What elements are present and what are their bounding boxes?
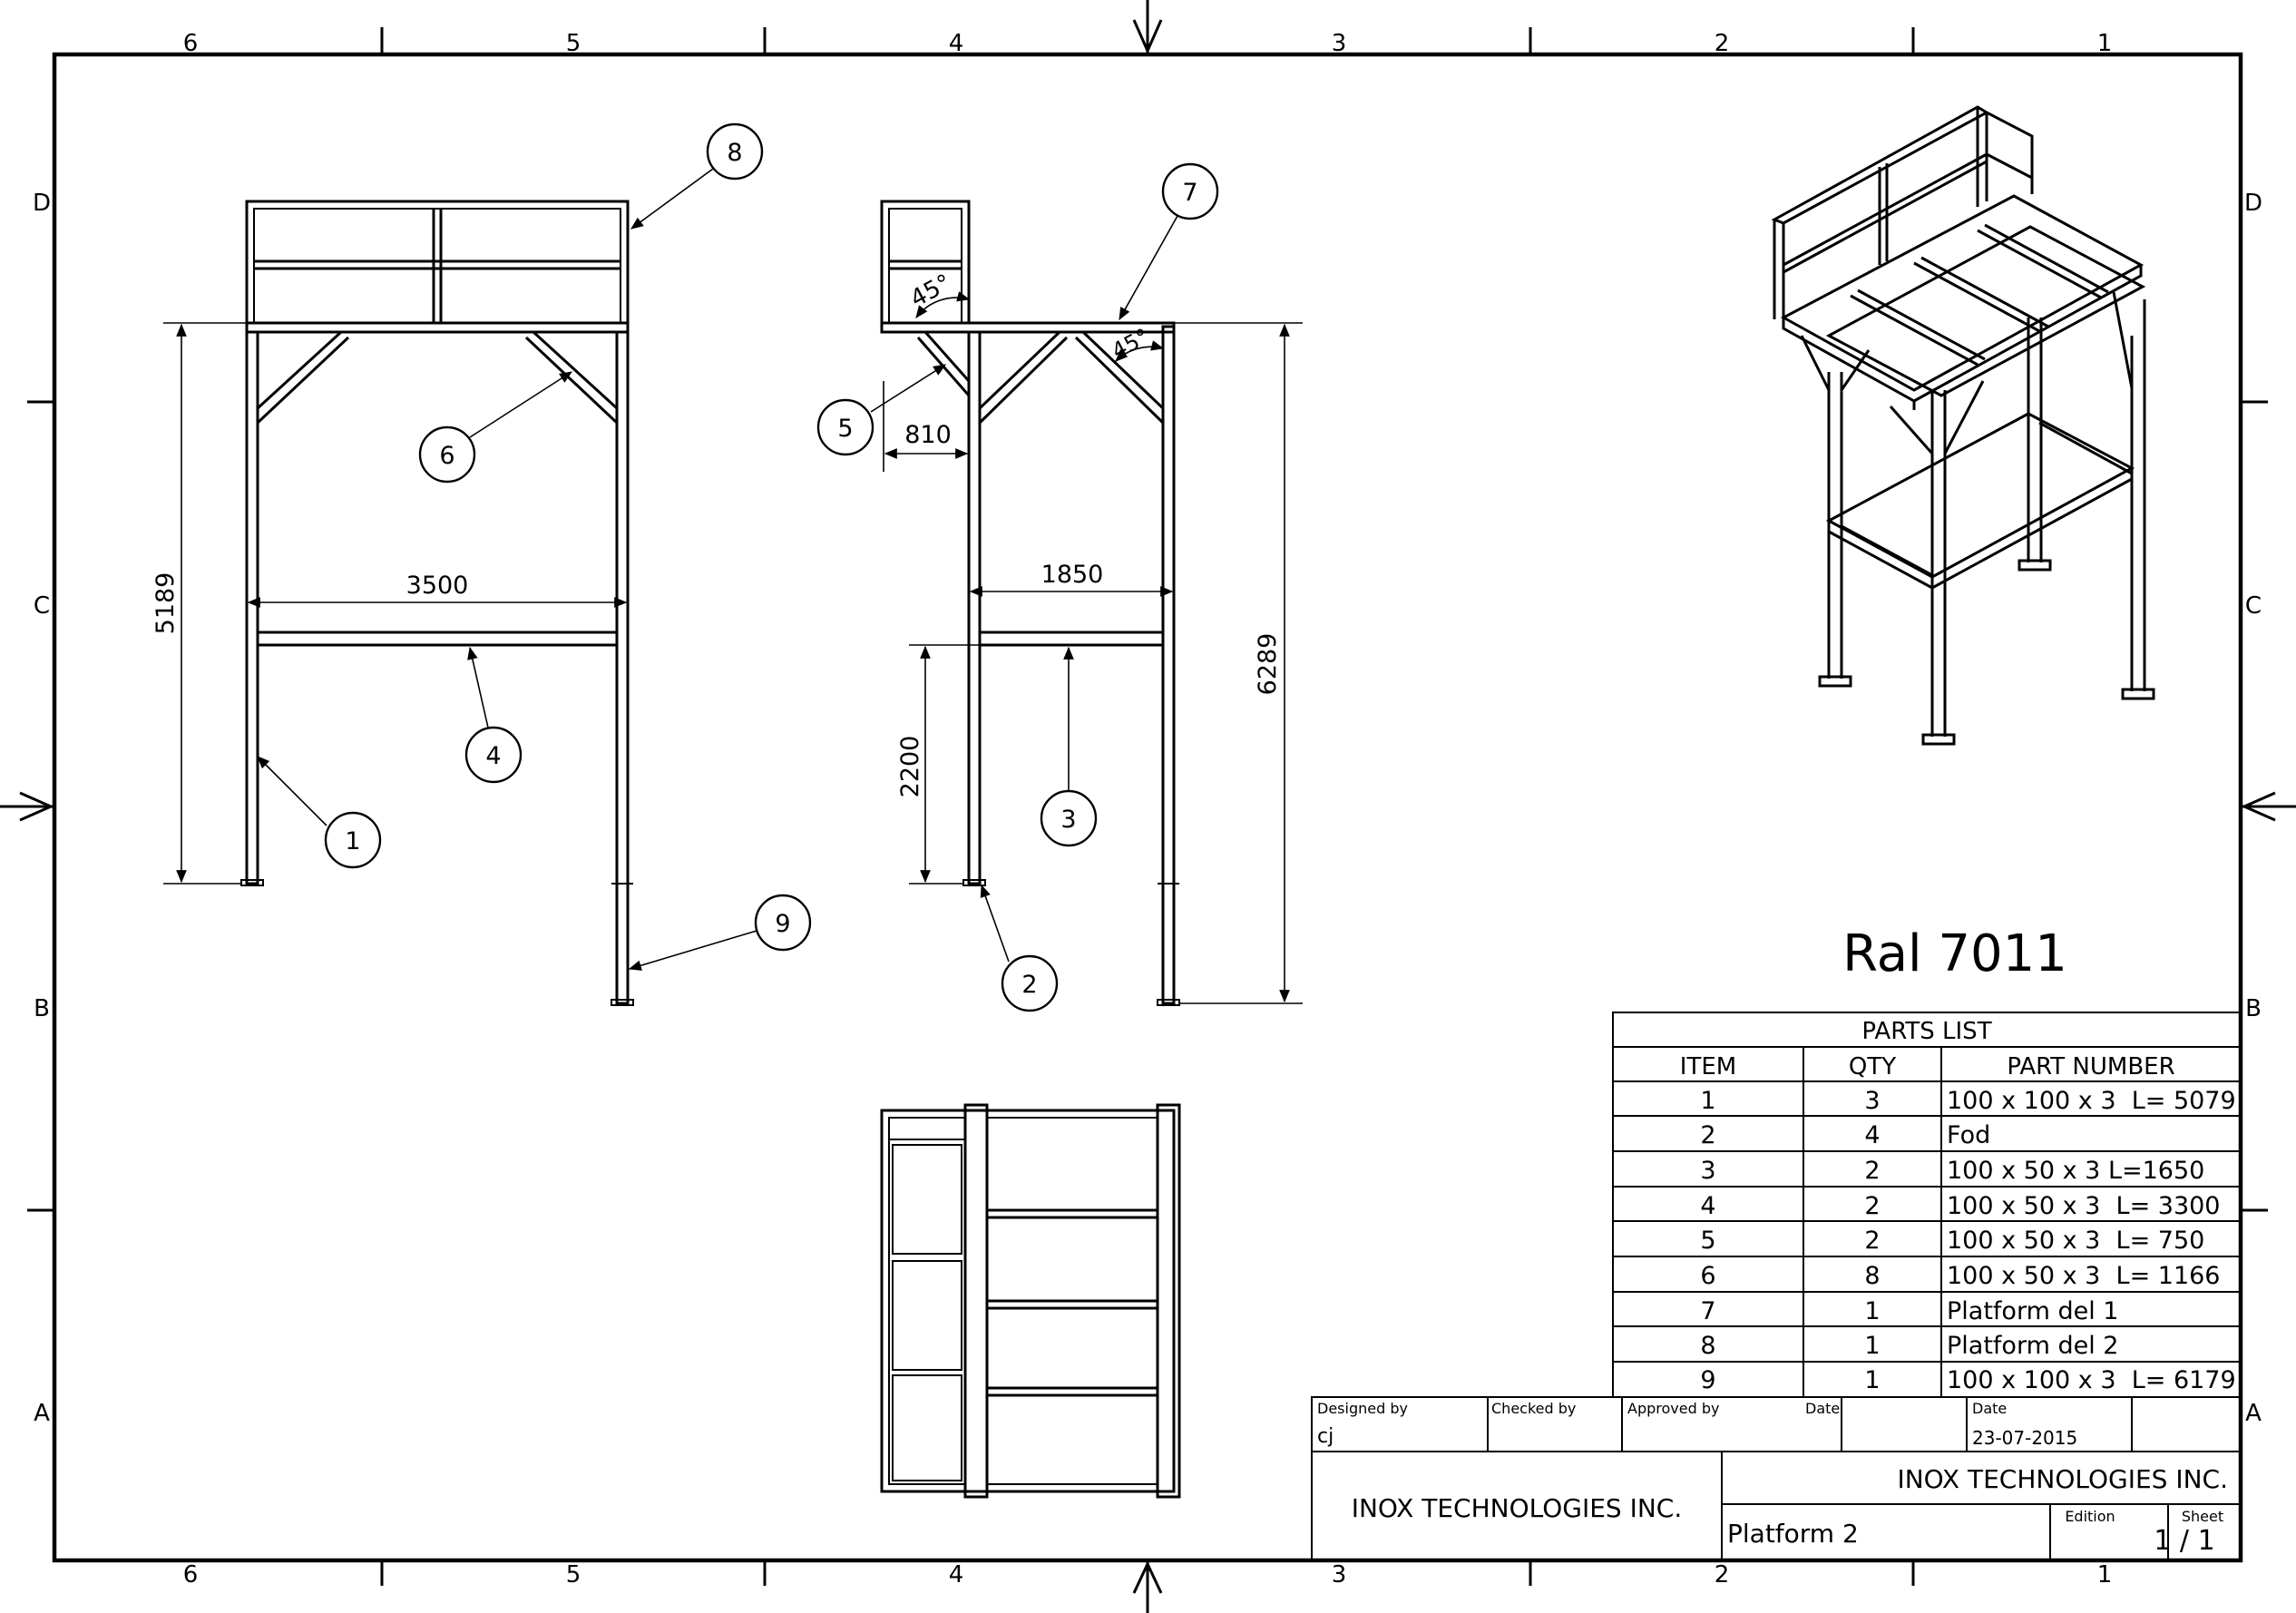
col-label: 2 bbox=[1715, 30, 1730, 57]
parts-row-part: Platform del 2 bbox=[1947, 1332, 2118, 1360]
balloon-6: 6 bbox=[439, 442, 454, 470]
balloon-1: 1 bbox=[345, 827, 360, 855]
col-label: 2 bbox=[1715, 1561, 1730, 1589]
parts-row-qty: 1 bbox=[1864, 1366, 1880, 1394]
parts-row-qty: 1 bbox=[1864, 1332, 1880, 1360]
company-name: INOX TECHNOLOGIES INC. bbox=[1897, 1464, 2228, 1494]
parts-header-part-number: PART NUMBER bbox=[2007, 1053, 2174, 1080]
title-block: Designed by cj Checked by Approved by Da… bbox=[1311, 1396, 2242, 1561]
parts-row-qty: 8 bbox=[1864, 1262, 1880, 1290]
row-label: A bbox=[34, 1400, 50, 1427]
balloon-callouts: 1 2 3 4 5 6 7 8 9 bbox=[257, 122, 1219, 1012]
color-note: Ral 7011 bbox=[1842, 924, 2067, 983]
date-label: Date bbox=[1805, 1400, 1840, 1417]
edition-label: Edition bbox=[2065, 1508, 2115, 1525]
row-label: A bbox=[2245, 1400, 2262, 1427]
parts-header-item: ITEM bbox=[1680, 1053, 1736, 1080]
parts-row-part: 100 x 100 x 3 L= 5079 bbox=[1947, 1087, 2236, 1115]
col-label: 6 bbox=[183, 1561, 199, 1589]
date-value: 23-07-2015 bbox=[1972, 1427, 2077, 1449]
parts-header-qty: QTY bbox=[1849, 1053, 1896, 1080]
col-label: 4 bbox=[949, 1561, 964, 1589]
dim-angle-right: 45° bbox=[1108, 324, 1154, 365]
parts-row-part: Platform del 1 bbox=[1947, 1297, 2118, 1325]
col-label: 3 bbox=[1332, 30, 1347, 57]
designed-by-value: cj bbox=[1317, 1425, 1334, 1448]
dim-side-lower-height: 2200 bbox=[896, 736, 924, 798]
col-label: 1 bbox=[2097, 1561, 2113, 1589]
parts-row-qty: 3 bbox=[1864, 1087, 1880, 1115]
parts-row-qty: 2 bbox=[1864, 1227, 1880, 1255]
dim-side-offset: 810 bbox=[904, 421, 952, 449]
parts-row-part: 100 x 100 x 3 L= 6179 bbox=[1947, 1366, 2236, 1394]
checked-by-label: Checked by bbox=[1491, 1400, 1576, 1417]
sheet-label: Sheet bbox=[2182, 1508, 2223, 1525]
col-label: 5 bbox=[566, 30, 581, 57]
balloon-9: 9 bbox=[775, 910, 790, 938]
parts-row-part: 100 x 50 x 3 L= 3300 bbox=[1947, 1192, 2220, 1220]
drawing-title: Platform 2 bbox=[1727, 1519, 1859, 1549]
dim-front-width: 3500 bbox=[406, 572, 469, 600]
parts-row-part: Fod bbox=[1947, 1121, 1990, 1149]
row-label: D bbox=[33, 190, 51, 217]
parts-row-item: 3 bbox=[1700, 1157, 1715, 1185]
sheet-number: 1 / 1 bbox=[2154, 1525, 2214, 1557]
parts-row-item: 7 bbox=[1700, 1297, 1715, 1325]
designed-by-label: Designed by bbox=[1317, 1400, 1408, 1417]
col-label: 5 bbox=[566, 1561, 581, 1589]
parts-row-part: 100 x 50 x 3 L= 750 bbox=[1947, 1227, 2204, 1255]
front-view: 5189 3500 bbox=[151, 200, 634, 1006]
row-label: D bbox=[2244, 190, 2262, 217]
dim-side-total-height: 6289 bbox=[1254, 633, 1282, 696]
balloon-7: 7 bbox=[1182, 179, 1197, 207]
side-view: 45° 45° 810 1850 2200 6289 bbox=[880, 200, 1303, 1006]
approved-by-label: Approved by bbox=[1627, 1400, 1719, 1417]
dim-side-width: 1850 bbox=[1041, 561, 1104, 589]
parts-list-title: PARTS LIST bbox=[1861, 1018, 1991, 1045]
balloon-4: 4 bbox=[485, 742, 501, 770]
parts-row-qty: 4 bbox=[1864, 1121, 1880, 1149]
dim-front-height: 5189 bbox=[151, 572, 180, 635]
row-label: C bbox=[2245, 592, 2262, 620]
parts-row-item: 4 bbox=[1700, 1192, 1715, 1220]
parts-row-item: 6 bbox=[1700, 1262, 1715, 1290]
row-label: C bbox=[34, 592, 50, 620]
parts-row-qty: 1 bbox=[1864, 1297, 1880, 1325]
isometric-view bbox=[1771, 105, 2155, 746]
row-label: B bbox=[34, 995, 50, 1022]
parts-list: PARTS LIST ITEM QTY PART NUMBER 1 3 100 … bbox=[1612, 1012, 2242, 1398]
parts-row-item: 5 bbox=[1700, 1227, 1715, 1255]
parts-row-part: 100 x 50 x 3 L= 1166 bbox=[1947, 1262, 2220, 1290]
col-label: 3 bbox=[1332, 1561, 1347, 1589]
col-label: 1 bbox=[2097, 30, 2113, 57]
parts-row-part: 100 x 50 x 3 L=1650 bbox=[1947, 1157, 2204, 1185]
balloon-8: 8 bbox=[727, 139, 742, 167]
parts-row-item: 8 bbox=[1700, 1332, 1715, 1360]
date-label: Date bbox=[1972, 1400, 2007, 1417]
row-label: B bbox=[2245, 995, 2262, 1022]
col-label: 6 bbox=[183, 30, 199, 57]
col-label: 4 bbox=[949, 30, 964, 57]
parts-row-item: 9 bbox=[1700, 1366, 1715, 1394]
balloon-2: 2 bbox=[1021, 971, 1037, 999]
parts-row-qty: 2 bbox=[1864, 1157, 1880, 1185]
dim-angle-left: 45° bbox=[906, 269, 956, 313]
balloon-3: 3 bbox=[1060, 806, 1076, 834]
parts-row-item: 2 bbox=[1700, 1121, 1715, 1149]
top-view bbox=[880, 1103, 1181, 1499]
balloon-5: 5 bbox=[837, 415, 853, 443]
parts-row-item: 1 bbox=[1700, 1087, 1715, 1115]
company-name: INOX TECHNOLOGIES INC. bbox=[1352, 1493, 1683, 1523]
parts-row-qty: 2 bbox=[1864, 1192, 1880, 1220]
